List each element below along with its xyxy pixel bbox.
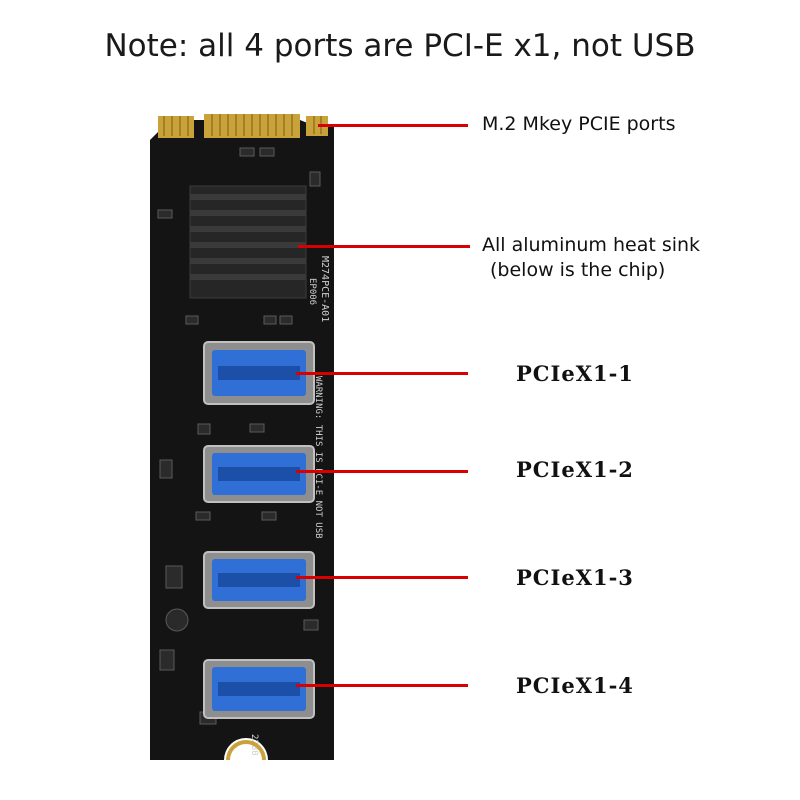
- callout-port2: PCIeX1-2: [516, 457, 634, 482]
- leader-line-port4: [296, 684, 468, 687]
- inductor: [165, 608, 189, 632]
- leader-line-m2: [318, 124, 468, 127]
- port-2: [203, 445, 315, 503]
- callout-heatsink: All aluminum heat sink: [482, 234, 701, 256]
- port-3: [203, 551, 315, 609]
- port-4: [203, 659, 315, 719]
- leader-line-port1: [296, 372, 468, 375]
- port-1: [203, 341, 315, 405]
- mounting-notch: [226, 740, 266, 760]
- page-title: Note: all 4 ports are PCI-E x1, not USB: [104, 28, 696, 64]
- leader-line-port3: [296, 576, 468, 579]
- leader-line-port2: [296, 470, 468, 473]
- leader-line-heatsink: [298, 245, 470, 248]
- callout-m2-port: M.2 Mkey PCIE ports: [482, 113, 676, 135]
- heat-sink: [189, 185, 307, 299]
- callout-port4: PCIeX1-4: [516, 673, 634, 698]
- silk-model: M274PCE-A01: [319, 256, 330, 322]
- callout-heatsink-note: (below is the chip): [490, 259, 666, 281]
- silk-warning: WARNING: THIS IS PCI-E NOT USB: [313, 376, 323, 539]
- callout-port3: PCIeX1-3: [516, 565, 634, 590]
- callout-port1: PCIeX1-1: [516, 361, 634, 386]
- smd-components: [157, 147, 321, 725]
- silk-revision: EP006: [307, 278, 317, 305]
- m2-gold-fingers: [158, 114, 328, 138]
